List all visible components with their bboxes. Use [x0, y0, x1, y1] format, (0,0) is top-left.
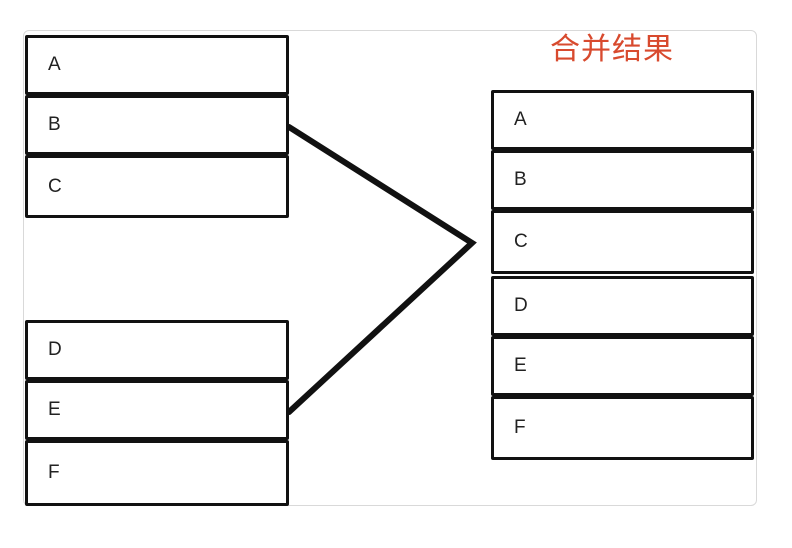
result-cell-e: E [491, 336, 754, 396]
left-top-stack: A B C [25, 35, 289, 218]
cell-label: F [48, 462, 60, 483]
left-top-cell-b: B [25, 95, 289, 155]
result-cell-f: F [491, 396, 754, 460]
left-top-cell-c: C [25, 155, 289, 218]
result-cell-c: C [491, 210, 754, 274]
cell-label: B [514, 169, 527, 190]
cell-label: D [514, 295, 528, 316]
cell-label: E [514, 355, 527, 376]
left-bottom-cell-f: F [25, 440, 289, 506]
left-bottom-cell-d: D [25, 320, 289, 380]
left-bottom-stack: D E F [25, 320, 289, 506]
cell-label: E [48, 399, 61, 420]
cell-label: C [514, 231, 528, 252]
left-top-cell-a: A [25, 35, 289, 95]
cell-label: D [48, 339, 62, 360]
merge-result-title: 合并结果 [550, 32, 674, 67]
left-bottom-cell-e: E [25, 380, 289, 440]
cell-label: A [48, 54, 61, 75]
cell-label: A [514, 109, 527, 130]
result-cell-a: A [491, 90, 754, 150]
cell-label: C [48, 175, 62, 197]
cell-label: F [514, 417, 526, 438]
result-cell-b: B [491, 150, 754, 210]
result-cell-d: D [491, 276, 754, 336]
result-stack: A B C D E F [491, 90, 754, 460]
cell-label: B [48, 114, 61, 135]
